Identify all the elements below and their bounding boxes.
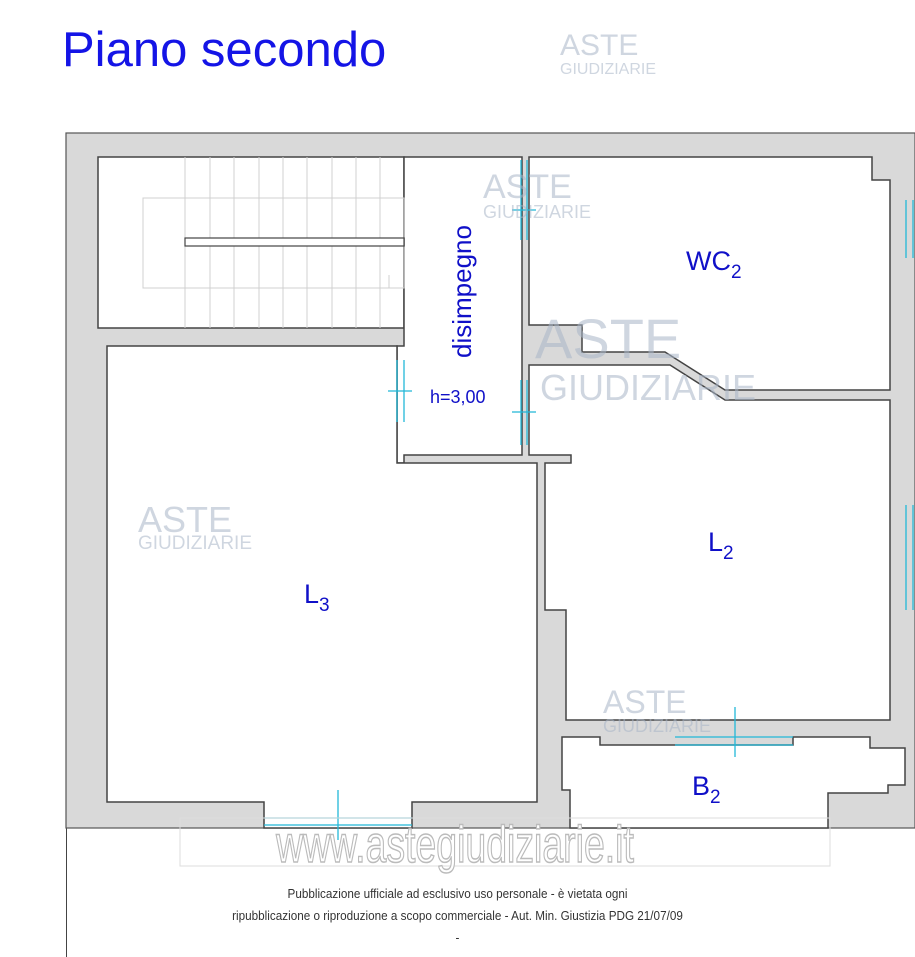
watermark-logos: ASTE GIUDIZIARIE ASTE GIUDIZIARIE ASTE G… xyxy=(138,29,831,874)
svg-text:GIUDIZIARIE: GIUDIZIARIE xyxy=(603,716,711,736)
page-title: Piano secondo xyxy=(62,23,387,77)
label-l3: L3 xyxy=(304,579,330,616)
room-l3 xyxy=(106,345,538,829)
stair-handrail xyxy=(184,237,405,247)
label-wc2: WC2 xyxy=(686,246,742,283)
watermark-site: www.astegiudiziarie.it xyxy=(275,815,634,874)
label-b2: B2 xyxy=(692,771,721,808)
svg-text:GIUDIZIARIE: GIUDIZIARIE xyxy=(560,61,656,78)
svg-text:ASTE: ASTE xyxy=(483,168,572,206)
svg-text:ASTE: ASTE xyxy=(535,307,681,370)
room-l2 xyxy=(528,364,891,721)
footer-line-1: Pubblicazione ufficiale ad esclusivo uso… xyxy=(287,886,628,901)
footer-line-2: ripubblicazione o riproduzione a scopo c… xyxy=(232,908,683,923)
label-height: h=3,00 xyxy=(430,387,486,407)
label-l2: L2 xyxy=(708,527,734,564)
svg-text:GIUDIZIARIE: GIUDIZIARIE xyxy=(483,202,591,222)
svg-text:ASTE: ASTE xyxy=(603,684,687,720)
label-disimpegno: disimpegno xyxy=(447,225,477,358)
svg-text:ASTE: ASTE xyxy=(560,29,638,62)
room-wc2 xyxy=(528,156,891,391)
svg-text:GIUDIZIARIE: GIUDIZIARIE xyxy=(138,533,252,554)
footer-line-3: - xyxy=(455,930,460,945)
svg-text:GIUDIZIARIE: GIUDIZIARIE xyxy=(540,367,756,408)
svg-text:ASTE: ASTE xyxy=(138,499,232,540)
